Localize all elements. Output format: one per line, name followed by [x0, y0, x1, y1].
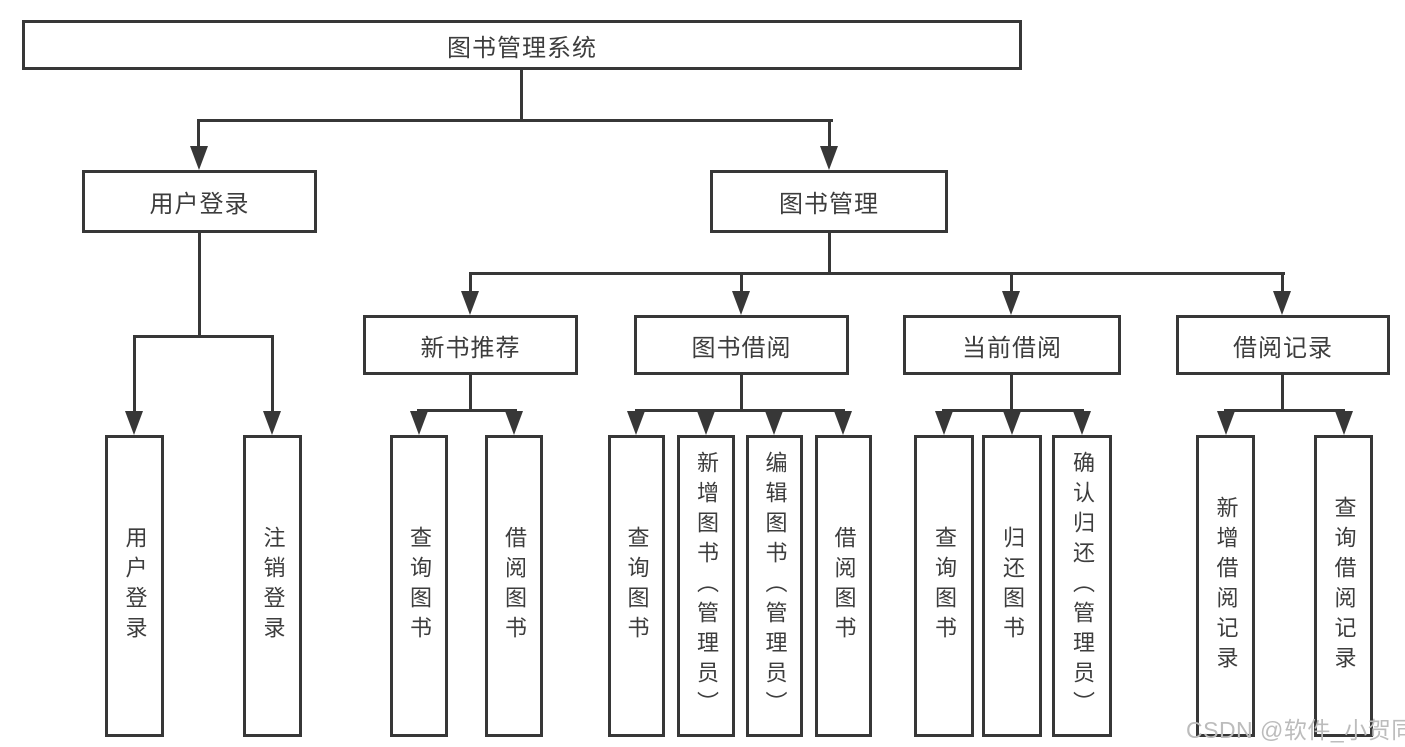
- node-label: 新书推荐: [420, 334, 521, 362]
- leaf-label: 新增图书（管理员）: [694, 451, 719, 721]
- leaf-label: 编辑图书（管理员）: [762, 451, 788, 721]
- leaf-confirm-return-admin: 确认归还（管理员）: [1052, 435, 1112, 737]
- leaf-add-borrow-record: 新增借阅记录: [1196, 435, 1255, 737]
- leaf-label: 查询借阅记录: [1331, 496, 1357, 676]
- connector-line: [1281, 375, 1284, 411]
- leaf-label: 借阅图书: [502, 526, 527, 646]
- leaf-query-books-recommend: 查询图书: [390, 435, 448, 737]
- connector-line: [1010, 375, 1013, 411]
- connector-line: [1224, 409, 1345, 412]
- connector-line: [942, 409, 1084, 412]
- connector-line: [740, 375, 743, 411]
- leaf-label: 用户登录: [122, 526, 148, 646]
- leaf-label: 查询图书: [932, 526, 957, 646]
- leaf-label: 确认归还（管理员）: [1070, 451, 1095, 721]
- leaf-label: 借阅图书: [831, 526, 857, 646]
- connector-line: [197, 119, 200, 152]
- connector-line: [740, 272, 743, 297]
- arrow-down-icon: [1002, 291, 1020, 315]
- arrow-down-icon: [125, 411, 143, 435]
- arrow-down-icon: [1273, 291, 1291, 315]
- node-library-system: 图书管理系统: [22, 20, 1022, 70]
- connector-line: [133, 335, 274, 338]
- arrow-down-icon: [190, 146, 208, 170]
- leaf-user-login: 用户登录: [105, 435, 164, 737]
- node-label: 图书借阅: [691, 334, 792, 362]
- node-new-book-recommend: 新书推荐: [363, 315, 578, 375]
- connector-line: [828, 119, 831, 152]
- connector-line: [469, 375, 472, 411]
- arrow-down-icon: [505, 411, 523, 435]
- connector-line: [197, 119, 833, 122]
- connector-line: [828, 233, 831, 274]
- node-label: 用户登录: [149, 191, 250, 218]
- connector-line: [271, 335, 274, 416]
- leaf-logout: 注销登录: [243, 435, 302, 737]
- leaf-add-books-admin: 新增图书（管理员）: [677, 435, 735, 737]
- csdn-watermark: CSDN @软件_小贺同学: [1186, 717, 1405, 743]
- leaf-label: 查询图书: [624, 526, 650, 646]
- node-label: 当前借阅: [962, 334, 1062, 362]
- node-current-borrow: 当前借阅: [903, 315, 1121, 375]
- leaf-query-borrow-record: 查询借阅记录: [1314, 435, 1373, 737]
- arrow-down-icon: [1073, 411, 1091, 435]
- node-book-borrow: 图书借阅: [634, 315, 849, 375]
- arrow-down-icon: [765, 411, 783, 435]
- leaf-edit-books-admin: 编辑图书（管理员）: [746, 435, 803, 737]
- connector-line: [1010, 272, 1013, 297]
- connector-line: [469, 272, 472, 297]
- node-user-login: 用户登录: [82, 170, 317, 233]
- node-label: 借阅记录: [1233, 334, 1333, 362]
- leaf-label: 新增借阅记录: [1213, 496, 1239, 676]
- node-label: 图书管理: [779, 191, 879, 218]
- leaf-return-books: 归还图书: [982, 435, 1042, 737]
- leaf-label: 注销登录: [260, 526, 286, 646]
- arrow-down-icon: [820, 146, 838, 170]
- connector-line: [635, 409, 845, 412]
- node-borrow-records: 借阅记录: [1176, 315, 1390, 375]
- connector-line: [469, 272, 1285, 275]
- arrow-down-icon: [1217, 411, 1235, 435]
- leaf-query-books-current: 查询图书: [914, 435, 974, 737]
- arrow-down-icon: [732, 291, 750, 315]
- leaf-label: 查询图书: [407, 526, 432, 646]
- arrow-down-icon: [461, 291, 479, 315]
- arrow-down-icon: [627, 411, 645, 435]
- connector-line: [1281, 272, 1284, 297]
- connector-line: [417, 409, 517, 412]
- arrow-down-icon: [410, 411, 428, 435]
- arrow-down-icon: [263, 411, 281, 435]
- arrow-down-icon: [834, 411, 852, 435]
- leaf-query-books-borrow: 查询图书: [608, 435, 665, 737]
- arrow-down-icon: [1003, 411, 1021, 435]
- connector-line: [133, 335, 136, 416]
- node-label: 图书管理系统: [447, 34, 597, 62]
- leaf-label: 归还图书: [1000, 526, 1025, 646]
- arrow-down-icon: [935, 411, 953, 435]
- arrow-down-icon: [1335, 411, 1353, 435]
- arrow-down-icon: [697, 411, 715, 435]
- node-book-management: 图书管理: [710, 170, 948, 233]
- connector-line: [520, 69, 523, 121]
- connector-line: [198, 233, 201, 337]
- leaf-borrow-books: 借阅图书: [815, 435, 872, 737]
- leaf-borrow-books-recommend: 借阅图书: [485, 435, 543, 737]
